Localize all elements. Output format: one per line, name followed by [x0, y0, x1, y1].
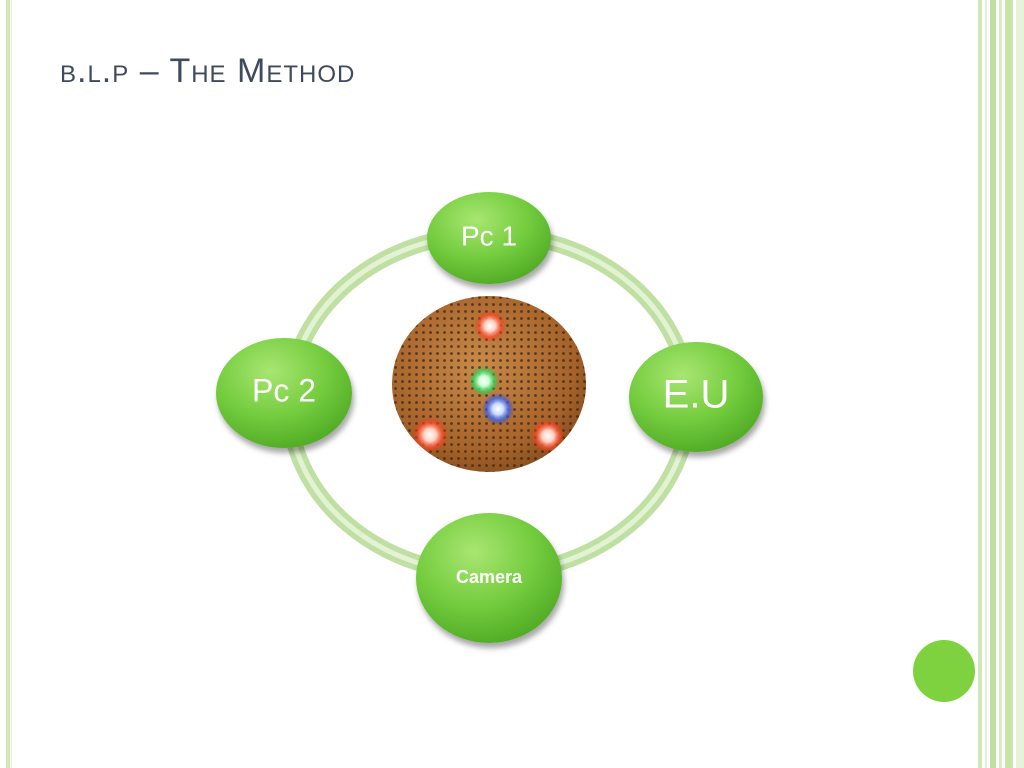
accent-dot: [913, 640, 975, 702]
right-stripe-2: [985, 0, 987, 768]
right-stripe-5: [1005, 0, 1013, 768]
node-pc2-label: Pc 2: [252, 372, 316, 408]
right-stripe-3: [990, 0, 996, 768]
node-eu: [629, 342, 763, 452]
right-stripe-6: [1016, 0, 1024, 768]
slide-title: b.l.p – The Method: [60, 52, 356, 90]
led-board-image: [392, 296, 586, 472]
right-stripe-1: [978, 0, 982, 768]
left-border-line-inner: [11, 0, 12, 768]
node-camera: [416, 513, 562, 643]
node-pc2: [216, 338, 352, 448]
left-border-line: [6, 0, 10, 768]
node-eu-label: E.U: [663, 373, 730, 417]
right-stripe-4: [999, 0, 1002, 768]
node-pc1-label: Pc 1: [461, 220, 517, 251]
node-camera-label: Camera: [456, 567, 523, 587]
node-pc1: [427, 192, 551, 284]
